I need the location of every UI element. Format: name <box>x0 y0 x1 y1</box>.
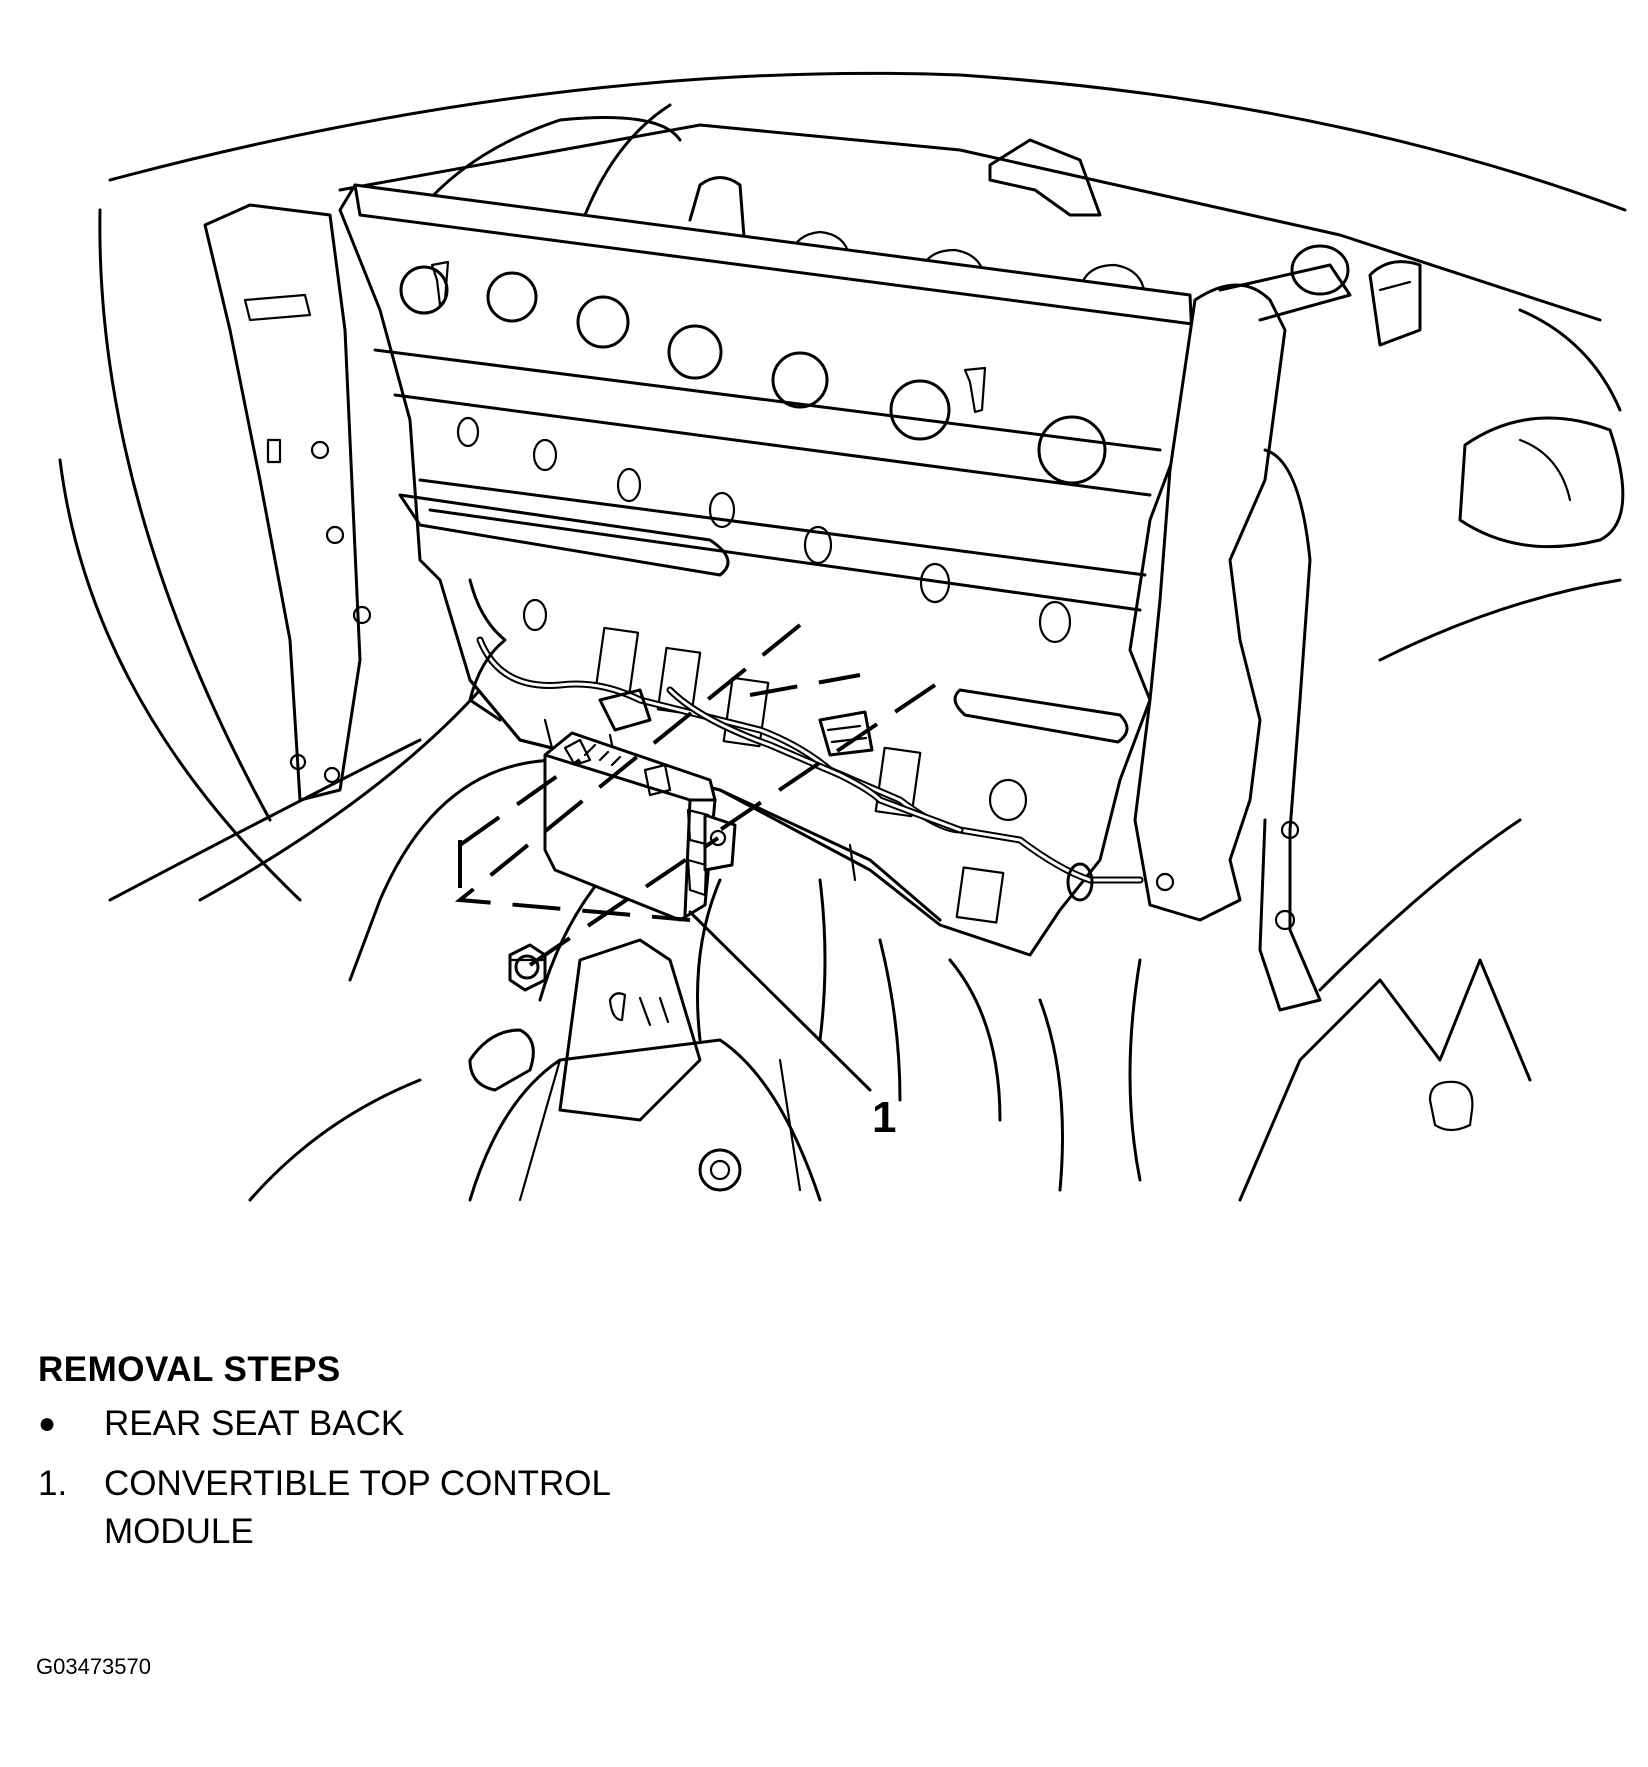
legend-item: 1. CONVERTIBLE TOP CONTROL MODULE <box>38 1460 838 1556</box>
figure-id: G03473570 <box>36 1654 151 1679</box>
trunk-floor <box>108 738 1142 1202</box>
right-pillar <box>1133 244 1474 1132</box>
legend-item-text: REAR SEAT BACK <box>104 1404 405 1443</box>
legend-item-text: CONVERTIBLE TOP CONTROL MODULE <box>104 1464 610 1551</box>
wiring-harness <box>468 578 1144 902</box>
removal-steps-legend: REMOVAL STEPS ● REAR SEAT BACK 1. CONVER… <box>38 1350 838 1568</box>
legend-item-marker: 1. <box>38 1464 68 1503</box>
seat-back-module-illustration: 1 <box>58 71 1627 1202</box>
body-shell-outline <box>58 71 1627 1202</box>
rear-shelf <box>338 103 1602 347</box>
convertible-top-control-module <box>543 731 737 922</box>
legend-heading: REMOVAL STEPS <box>38 1350 341 1389</box>
fastener-nut <box>508 943 547 992</box>
installation-guide-lines <box>454 623 937 967</box>
legend-item: ● REAR SEAT BACK <box>38 1400 838 1448</box>
legend-item-marker: ● <box>38 1407 57 1440</box>
left-pillar <box>203 203 372 802</box>
callout-number-1: 1 <box>872 1093 896 1142</box>
callout-leader-line <box>688 910 872 1092</box>
